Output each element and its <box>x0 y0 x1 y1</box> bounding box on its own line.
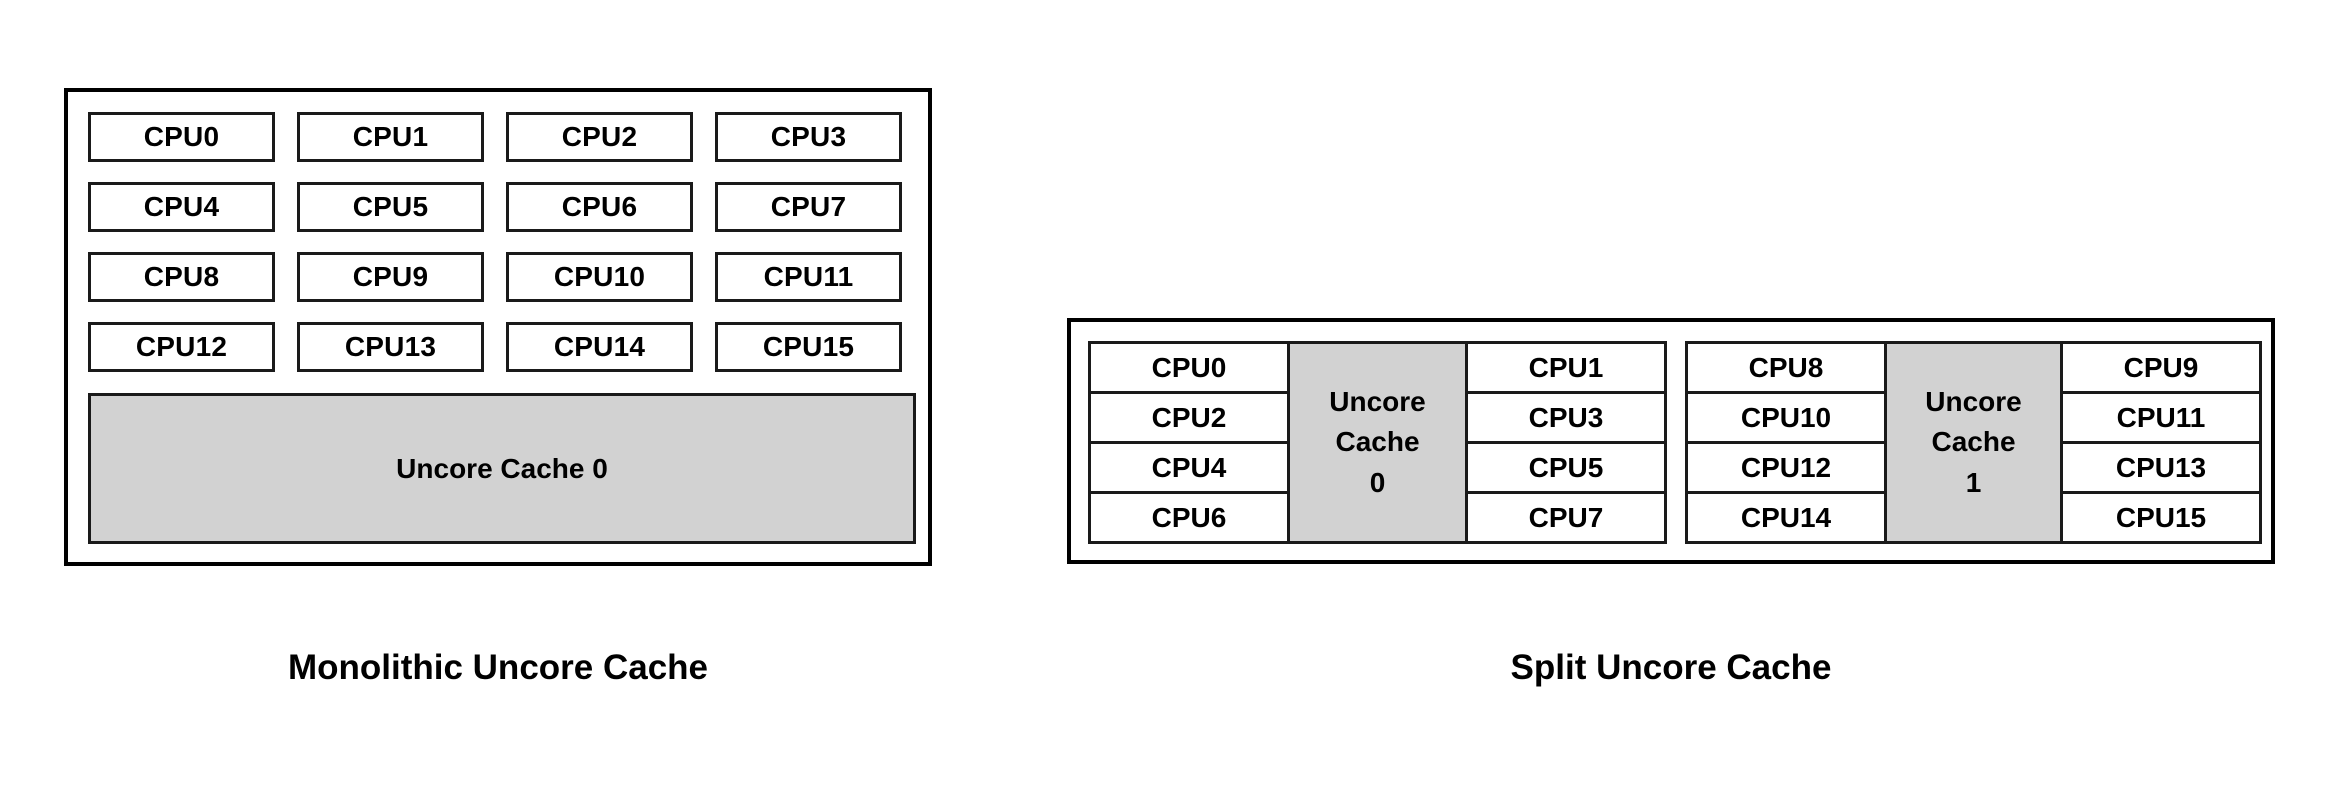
cpu-group-0-left-column: CPU0 CPU2 CPU4 CPU6 <box>1091 344 1287 541</box>
uncore-cache-1-line1: Uncore <box>1925 385 2022 417</box>
cpu-box-1: CPU1 <box>297 112 484 162</box>
uncore-cache-0-block: Uncore Cache 0 <box>88 393 916 544</box>
cpu-box-14: CPU14 <box>1688 494 1884 541</box>
cpu-box-8: CPU8 <box>1688 344 1884 394</box>
cpu-box-6: CPU6 <box>1091 494 1287 541</box>
cpu-box-3: CPU3 <box>1468 394 1664 444</box>
monolithic-uncore-cache-diagram: CPU0 CPU1 CPU2 CPU3 CPU4 CPU5 CPU6 CPU7 … <box>64 88 932 566</box>
cpu-group-0: CPU0 CPU2 CPU4 CPU6 Uncore Cache 0 CPU1 … <box>1088 341 1667 544</box>
cpu-box-11: CPU11 <box>715 252 902 302</box>
uncore-cache-1-block: Uncore Cache 1 <box>1884 344 2063 541</box>
cpu-box-5: CPU5 <box>297 182 484 232</box>
uncore-cache-0-line2: Cache <box>1335 426 1420 458</box>
monolithic-cpu-grid: CPU0 CPU1 CPU2 CPU3 CPU4 CPU5 CPU6 CPU7 … <box>88 112 916 372</box>
split-diagram-caption: Split Uncore Cache <box>1510 648 1832 687</box>
cpu-group-1-right-column: CPU9 CPU11 CPU13 CPU15 <box>2063 344 2259 541</box>
cpu-box-14: CPU14 <box>506 322 693 372</box>
cpu-box-5: CPU5 <box>1468 444 1664 494</box>
cpu-group-0-right-column: CPU1 CPU3 CPU5 CPU7 <box>1468 344 1664 541</box>
cpu-box-13: CPU13 <box>2063 444 2259 494</box>
cpu-box-0: CPU0 <box>1091 344 1287 394</box>
cpu-box-3: CPU3 <box>715 112 902 162</box>
cpu-box-10: CPU10 <box>506 252 693 302</box>
cpu-box-4: CPU4 <box>1091 444 1287 494</box>
cpu-box-12: CPU12 <box>88 322 275 372</box>
cpu-box-12: CPU12 <box>1688 444 1884 494</box>
uncore-cache-1-line3: 1 <box>1965 466 1982 498</box>
cpu-box-13: CPU13 <box>297 322 484 372</box>
cpu-box-7: CPU7 <box>1468 494 1664 541</box>
cpu-box-9: CPU9 <box>297 252 484 302</box>
uncore-cache-0-block: Uncore Cache 0 <box>1287 344 1468 541</box>
cpu-box-15: CPU15 <box>2063 494 2259 541</box>
cpu-box-2: CPU2 <box>1091 394 1287 444</box>
cpu-box-11: CPU11 <box>2063 394 2259 444</box>
cpu-box-1: CPU1 <box>1468 344 1664 394</box>
uncore-cache-1-line2: Cache <box>1931 426 2016 458</box>
cpu-box-4: CPU4 <box>88 182 275 232</box>
cpu-group-1: CPU8 CPU10 CPU12 CPU14 Uncore Cache 1 CP… <box>1685 341 2262 544</box>
cpu-box-15: CPU15 <box>715 322 902 372</box>
cpu-group-1-left-column: CPU8 CPU10 CPU12 CPU14 <box>1688 344 1884 541</box>
cpu-box-7: CPU7 <box>715 182 902 232</box>
uncore-cache-0-line1: Uncore <box>1329 385 1426 417</box>
cpu-box-0: CPU0 <box>88 112 275 162</box>
cpu-box-10: CPU10 <box>1688 394 1884 444</box>
split-uncore-cache-diagram: CPU0 CPU2 CPU4 CPU6 Uncore Cache 0 CPU1 … <box>1067 318 2275 564</box>
cpu-box-8: CPU8 <box>88 252 275 302</box>
cpu-box-6: CPU6 <box>506 182 693 232</box>
monolithic-diagram-caption: Monolithic Uncore Cache <box>287 648 709 687</box>
uncore-cache-0-line3: 0 <box>1369 466 1386 498</box>
cpu-box-9: CPU9 <box>2063 344 2259 394</box>
cpu-box-2: CPU2 <box>506 112 693 162</box>
